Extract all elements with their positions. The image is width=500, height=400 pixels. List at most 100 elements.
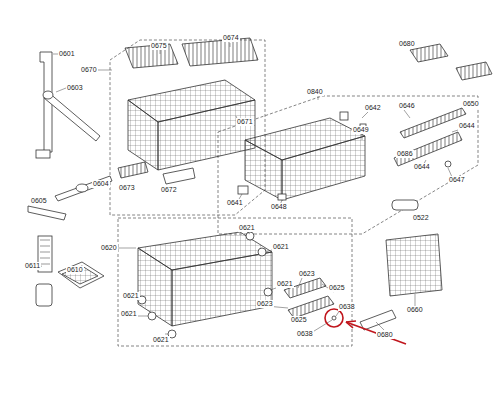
callout-number: 0641	[226, 199, 244, 207]
filter-part	[62, 266, 98, 284]
middle-rack-part	[340, 112, 348, 120]
lower-rack-part	[148, 312, 156, 320]
middle-rack-part	[410, 44, 448, 62]
callout-number: 0672	[160, 186, 178, 194]
callout-number: 0611	[24, 262, 41, 270]
callout-number: 0621	[272, 243, 290, 251]
callout-number: 0840	[306, 88, 324, 96]
highlight-part	[346, 322, 406, 344]
lower-rack-part	[172, 252, 272, 326]
callout-number: 0642	[364, 104, 382, 112]
upper-rack-part	[118, 162, 148, 178]
callout-number: 0623	[256, 300, 274, 308]
leader-lines-part	[376, 322, 384, 330]
upper-rack-part	[158, 100, 255, 170]
callout-number: 0644	[413, 163, 431, 171]
spray-arms-part	[43, 91, 53, 99]
leader-lines-part	[270, 288, 276, 290]
spray-arms	[28, 52, 112, 220]
callout-number: 0621	[238, 224, 256, 232]
leader-lines-part	[160, 50, 161, 54]
callout-number: 0650	[462, 100, 480, 108]
callout-number: 0621	[122, 292, 140, 300]
callout-number: 0601	[58, 50, 76, 58]
callout-number: 0625	[290, 316, 308, 324]
callout-number: 0648	[270, 203, 288, 211]
callout-number: 0610	[66, 266, 84, 274]
callout-number: 0621	[152, 336, 170, 344]
callout-number: 0638	[338, 303, 356, 311]
lower-rack-part	[264, 288, 272, 296]
spray-arms-part	[55, 176, 112, 201]
middle-rack-part	[238, 186, 248, 194]
leader-lines-part	[298, 278, 302, 288]
filter-part	[40, 240, 50, 264]
spray-arms-part	[28, 206, 66, 220]
middle-rack-part	[245, 140, 282, 200]
cutlery-basket-part	[386, 234, 442, 296]
callout-number: 0649	[352, 126, 370, 134]
highlight-part	[325, 309, 343, 327]
leader-lines-part	[230, 43, 231, 47]
leader-lines-part	[247, 232, 250, 234]
highlight-part	[346, 321, 356, 328]
group-outlines	[110, 40, 478, 346]
middle-rack-part	[278, 194, 286, 200]
callout-number: 0670	[80, 66, 98, 74]
callout-number: 0644	[458, 122, 476, 130]
callout-number: 0680	[398, 40, 416, 48]
lower-rack-part	[332, 316, 336, 320]
filter-part	[58, 262, 104, 288]
spray-arms-part	[44, 92, 100, 141]
upper-rack-part	[182, 38, 258, 66]
leader-lines	[36, 43, 458, 336]
leader-lines-part	[452, 130, 458, 132]
middle-rack-part	[282, 136, 365, 200]
leader-lines-part	[362, 112, 368, 118]
callout-number: 0604	[92, 180, 110, 188]
leader-lines-part	[56, 88, 66, 92]
callout-number: 0674	[222, 34, 240, 42]
callout-number: 0646	[398, 102, 416, 110]
filter	[36, 236, 104, 306]
callout-number: 0623	[298, 270, 316, 278]
callout-number: 0625	[328, 284, 346, 292]
middle-rack-part	[445, 161, 451, 167]
callout-number: 0660	[406, 306, 424, 314]
filter-part	[36, 284, 52, 306]
callout-number: 0605	[30, 197, 48, 205]
callout-number: 0620	[100, 244, 118, 252]
lower-rack-part	[138, 248, 172, 326]
leader-lines-part	[165, 334, 168, 335]
callout-number: 0522	[412, 214, 430, 222]
callout-number: 0673	[118, 184, 136, 192]
callout-number: 0671	[236, 118, 254, 126]
group-outlines-part	[218, 96, 478, 234]
callout-number: 0621	[276, 280, 294, 288]
callout-number: 0621	[120, 310, 138, 318]
callout-number: 0647	[448, 176, 466, 184]
callout-number: 0603	[66, 84, 84, 92]
callout-number: 0675	[150, 42, 168, 50]
upper-rack-part	[163, 168, 195, 184]
leader-lines-part	[318, 96, 319, 100]
middle-rack-part	[394, 132, 462, 166]
callout-number: 0680	[376, 331, 394, 339]
spray-arms-part	[76, 184, 88, 192]
upper-rack	[118, 38, 258, 184]
highlight	[325, 309, 406, 344]
middle-rack	[238, 44, 492, 210]
upper-rack-part	[128, 100, 158, 170]
lower-rack-part	[246, 232, 254, 240]
group-outlines-part	[110, 40, 265, 215]
middle-rack-part	[456, 62, 492, 80]
middle-rack-part	[392, 200, 418, 210]
callout-number: 0686	[396, 150, 414, 158]
leader-lines-part	[362, 134, 363, 140]
leader-lines-part	[404, 110, 410, 118]
lower-rack-part	[258, 248, 266, 256]
spray-arms-part	[36, 150, 50, 158]
cutlery-basket-part	[360, 310, 396, 330]
lower-rack	[138, 232, 336, 338]
